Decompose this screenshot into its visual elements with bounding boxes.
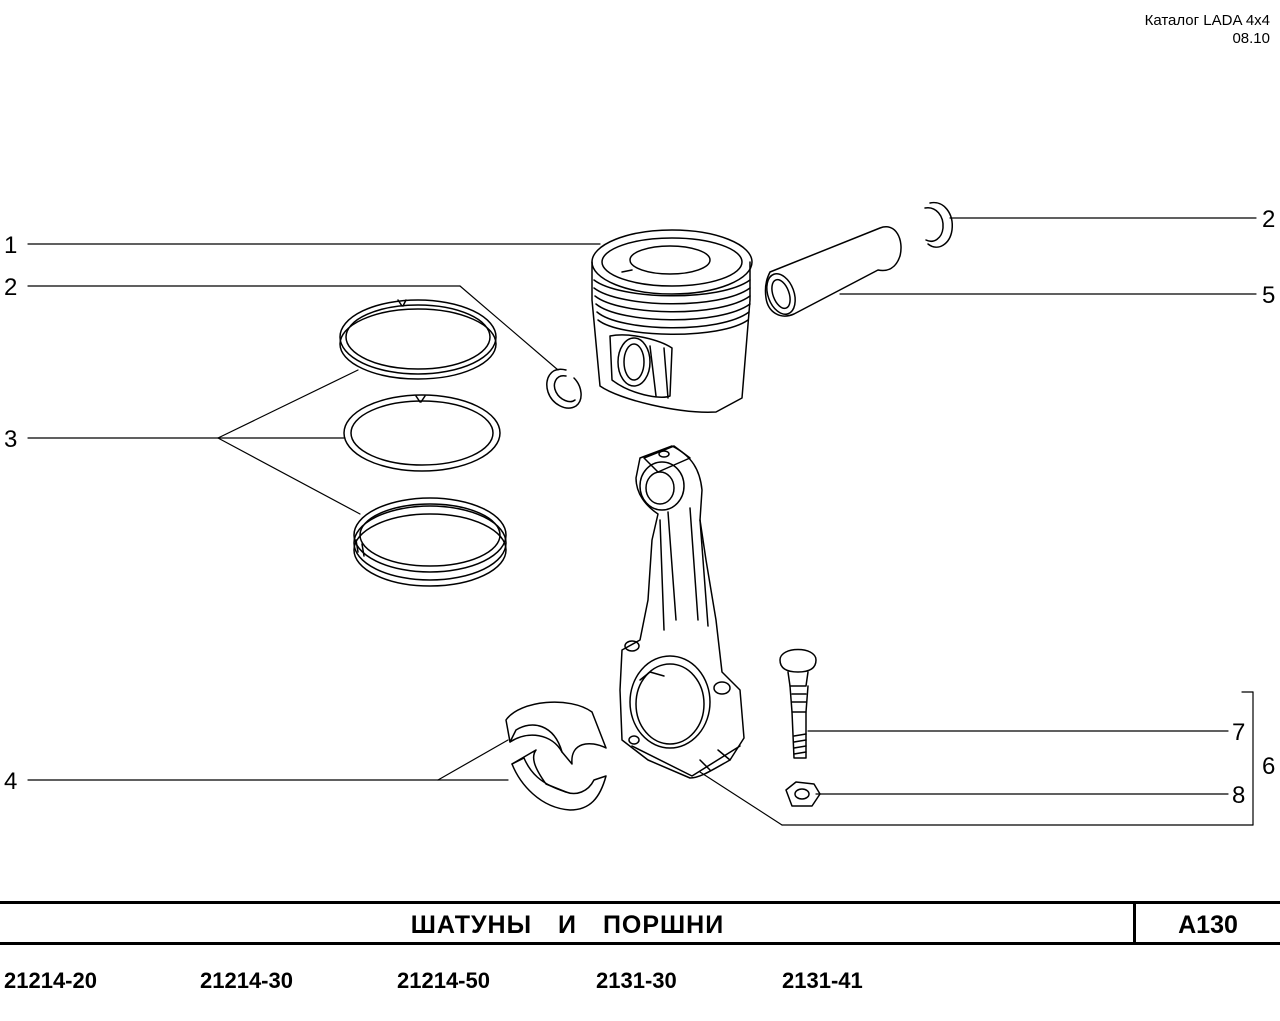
catalog-date: 08.10: [1232, 30, 1270, 47]
page-title: ШАТУНЫ И ПОРШНИ: [410, 911, 725, 939]
callout-2-left: 2: [4, 274, 17, 301]
circlip-right: [924, 201, 953, 248]
catalog-name: Каталог LADA 4x4: [1144, 12, 1270, 29]
rod-nut: [785, 781, 821, 807]
model-item: 21214-30: [200, 968, 293, 993]
leader-lines: [27, 217, 1257, 826]
piston: [591, 229, 753, 413]
callout-2-right: 2: [1262, 206, 1275, 233]
piston-rings: [339, 299, 507, 587]
callout-6: 6: [1262, 753, 1275, 780]
parts-diagram: 1 2 3 4 2 5 6 7 8: [4, 201, 1275, 826]
bearing-shells: [505, 701, 607, 811]
page-code: A130: [1178, 911, 1238, 939]
model-list: 21214-20 21214-30 21214-50 2131-30 2131-…: [0, 968, 1280, 998]
model-item: 21214-20: [4, 968, 97, 993]
model-item: 2131-41: [782, 968, 863, 993]
callout-7: 7: [1232, 719, 1245, 746]
callout-5: 5: [1262, 282, 1275, 309]
title-block: ШАТУНЫ И ПОРШНИ A130: [0, 901, 1280, 945]
piston-pin: [764, 226, 902, 317]
model-item: 2131-30: [596, 968, 677, 993]
callout-1: 1: [4, 232, 17, 259]
connecting-rod: [619, 445, 745, 779]
title-divider: [1133, 904, 1136, 942]
callout-8: 8: [1232, 782, 1245, 809]
rod-bolt: [779, 648, 817, 759]
callout-3: 3: [4, 426, 17, 453]
callout-4: 4: [4, 768, 17, 795]
model-item: 21214-50: [397, 968, 490, 993]
circlip-left: [546, 368, 582, 409]
